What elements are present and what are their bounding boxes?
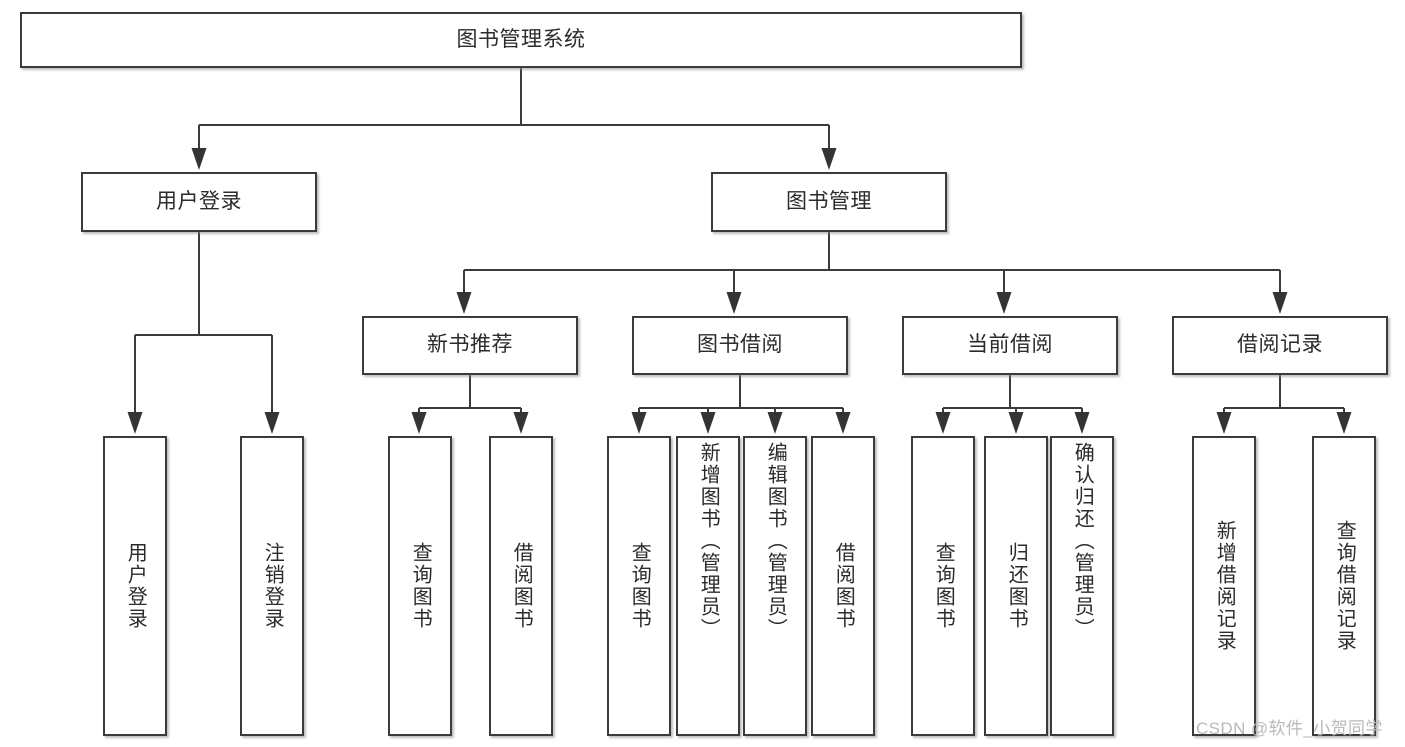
group-book-borrow-branch-0-arrowhead: [631, 412, 647, 434]
node-label-borrow-record: 借阅记录: [1237, 333, 1323, 357]
node-label-user-login: 用户登录: [156, 189, 242, 213]
node-label-book-borrow: 图书借阅: [697, 333, 783, 357]
node-label-leaf-query-book-borrow: 查询图书: [628, 542, 651, 630]
group-new-book-branch-1-arrowhead: [513, 412, 529, 434]
node-label-leaf-add-book-admin: 新增图书（管理员）: [697, 442, 720, 640]
node-leaf-query-book-borrow: 查询图书: [607, 436, 671, 736]
node-leaf-add-borrow-record: 新增借阅记录: [1192, 436, 1256, 736]
node-label-leaf-borrow-book-borrow: 借阅图书: [832, 542, 855, 630]
node-label-current-borrow: 当前借阅: [967, 333, 1053, 357]
node-label-book-manage: 图书管理: [786, 189, 872, 213]
node-label-leaf-query-book-current: 查询图书: [932, 542, 955, 630]
node-label-leaf-query-borrow-record: 查询借阅记录: [1333, 520, 1356, 652]
book-manage-branch-2-arrowhead: [996, 292, 1012, 314]
group-book-borrow-branch-1-arrowhead: [700, 412, 716, 434]
group-book-borrow-branch-3-arrowhead: [835, 412, 851, 434]
node-root: 图书管理系统: [20, 12, 1022, 68]
node-leaf-user-login: 用户登录: [103, 436, 167, 736]
book-manage-branch-3-arrowhead: [1272, 292, 1288, 314]
user-login-branch-1-arrowhead: [264, 412, 280, 434]
group-current-borrow-branch-1-arrowhead: [1008, 412, 1024, 434]
group-current-borrow-branch-0-arrowhead: [935, 412, 951, 434]
node-label-leaf-query-book-rec: 查询图书: [409, 542, 432, 630]
group-book-borrow-branch-2-arrowhead: [767, 412, 783, 434]
node-label-new-book-recommend: 新书推荐: [427, 333, 513, 357]
node-label-root: 图书管理系统: [456, 27, 586, 51]
node-book-manage: 图书管理: [711, 172, 947, 232]
group-current-borrow-branch-2-arrowhead: [1074, 412, 1090, 434]
group-borrow-record-branch-1-arrowhead: [1336, 412, 1352, 434]
node-current-borrow: 当前借阅: [902, 316, 1118, 375]
node-label-leaf-add-borrow-record: 新增借阅记录: [1213, 520, 1236, 652]
node-leaf-confirm-return-admin: 确认归还（管理员）: [1050, 436, 1114, 736]
node-label-leaf-edit-book-admin: 编辑图书（管理员）: [764, 442, 787, 640]
root-branch-1-arrowhead: [821, 148, 837, 170]
node-label-leaf-logout: 注销登录: [261, 542, 284, 630]
node-leaf-query-borrow-record: 查询借阅记录: [1312, 436, 1376, 736]
node-leaf-edit-book-admin: 编辑图书（管理员）: [743, 436, 807, 736]
node-book-borrow: 图书借阅: [632, 316, 848, 375]
node-leaf-query-book-rec: 查询图书: [388, 436, 452, 736]
node-user-login: 用户登录: [81, 172, 317, 232]
node-leaf-query-book-current: 查询图书: [911, 436, 975, 736]
root-branch-0-arrowhead: [191, 148, 207, 170]
node-new-book-recommend: 新书推荐: [362, 316, 578, 375]
node-label-leaf-borrow-book-rec: 借阅图书: [510, 542, 533, 630]
node-leaf-logout: 注销登录: [240, 436, 304, 736]
group-borrow-record-branch-0-arrowhead: [1216, 412, 1232, 434]
user-login-branch-0-arrowhead: [127, 412, 143, 434]
node-borrow-record: 借阅记录: [1172, 316, 1388, 375]
book-manage-branch-0-arrowhead: [456, 292, 472, 314]
node-label-leaf-confirm-return-admin: 确认归还（管理员）: [1071, 442, 1094, 640]
group-new-book-branch-0-arrowhead: [411, 412, 427, 434]
watermark-csdn: CSDN @软件_小贺同学: [1196, 719, 1383, 738]
node-leaf-add-book-admin: 新增图书（管理员）: [676, 436, 740, 736]
node-label-leaf-user-login: 用户登录: [124, 542, 147, 630]
node-leaf-borrow-book-borrow: 借阅图书: [811, 436, 875, 736]
node-leaf-return-book: 归还图书: [984, 436, 1048, 736]
book-manage-branch-1-arrowhead: [726, 292, 742, 314]
node-label-leaf-return-book: 归还图书: [1005, 542, 1028, 630]
node-leaf-borrow-book-rec: 借阅图书: [489, 436, 553, 736]
